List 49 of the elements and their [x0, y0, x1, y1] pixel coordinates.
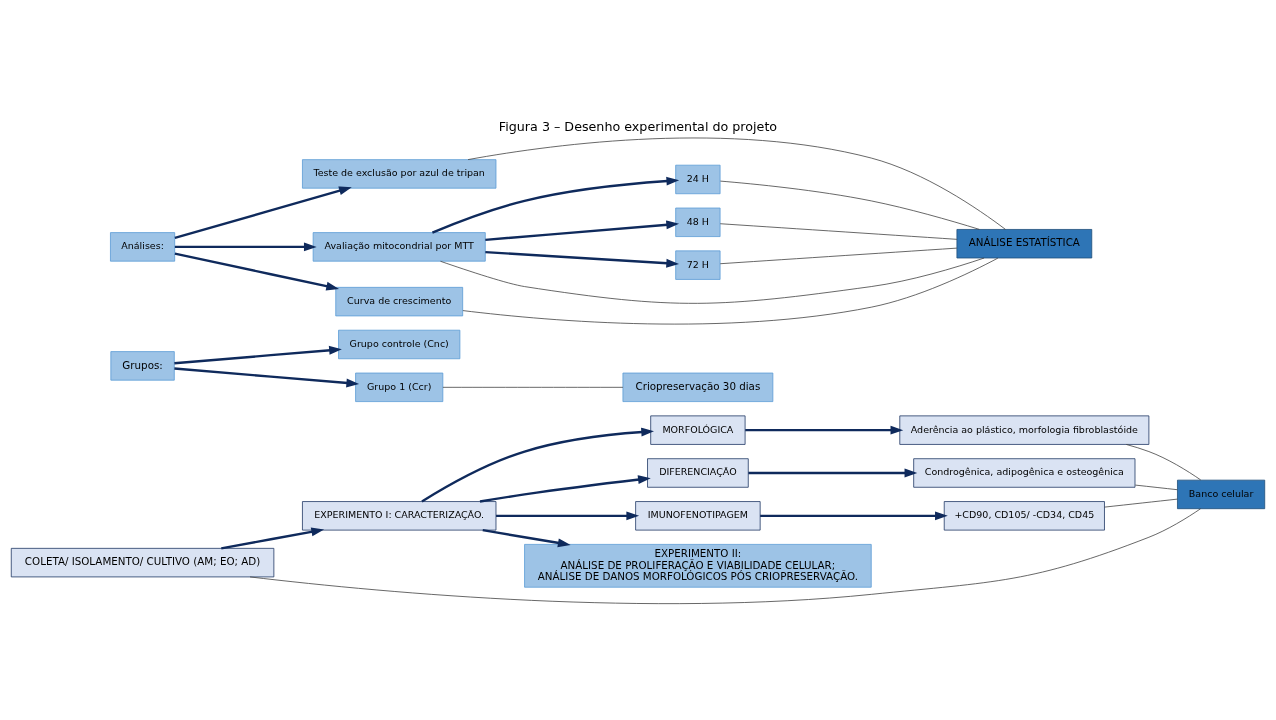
arrow — [174, 241, 317, 251]
node-box: Condrogênica, adipogênica e osteogênica — [913, 457, 1136, 488]
arrow — [482, 528, 571, 547]
node-box: DIFERENCIAÇÃO — [647, 457, 749, 488]
node-box: Aderência ao plástico, morfologia fibroblastóide — [899, 414, 1150, 445]
node-box: +CD90, CD105/ -CD34, CD45 — [943, 500, 1105, 530]
node-box: EXPERIMENTO II: ANÁLISE DE PROLIFERAÇÃO E VIABILIDADE CELULAR; ANÁLISE DE DANOS MORFOLÓGICOS PÓS CRIOPRESERVAÇÃO. — [524, 543, 872, 588]
arrow — [745, 425, 904, 435]
node-box: 24 H — [675, 164, 721, 194]
arrow — [421, 427, 654, 502]
arrow — [760, 510, 948, 520]
node-box: Banco celular — [1177, 479, 1266, 509]
connector — [442, 386, 624, 388]
arrow — [748, 468, 918, 477]
node-box: MORFOLÓGICA — [650, 414, 746, 445]
connector — [249, 507, 1201, 604]
connector — [719, 222, 958, 240]
arrow — [174, 185, 352, 239]
connector — [1104, 498, 1178, 507]
node-box: Avaliação mitocondrial por MTT — [312, 231, 486, 262]
diagram-title: Figura 3 – Desenho experimental do projeto — [498, 118, 778, 133]
node-box: COLETA/ ISOLAMENTO/ CULTIVO (AM; EO; AD) — [10, 547, 275, 577]
arrow — [174, 252, 340, 291]
node-box: Curva de crescimento — [335, 286, 464, 316]
connector — [440, 257, 985, 304]
node-box: Criopreservação 30 dias — [622, 372, 774, 402]
node-box: Teste de exclusão por azul de tripan — [302, 158, 497, 189]
node-box: Grupos: — [110, 350, 175, 381]
node-box: 48 H — [675, 207, 721, 237]
arrow — [485, 250, 680, 268]
connector — [467, 137, 1006, 230]
node-box: Grupo 1 (Ccr) — [355, 372, 444, 402]
connector — [1134, 484, 1178, 490]
arrow — [496, 510, 640, 520]
connector — [462, 257, 999, 324]
node-box: ANÁLISE ESTATÍSTICA — [956, 228, 1093, 258]
arrow — [174, 345, 342, 364]
arrow — [221, 526, 325, 549]
connector — [719, 247, 958, 264]
node-box: EXPERIMENTO I: CARACTERIZAÇÃO. — [302, 500, 497, 530]
node-box: Análises: — [110, 231, 176, 262]
node-box: 72 H — [675, 249, 721, 280]
arrow — [485, 219, 680, 241]
arrow — [479, 474, 651, 503]
arrow — [431, 176, 680, 234]
node-box: IMUNOFENOTIPAGEM — [635, 500, 761, 530]
node-box: Grupo controle (Cnc) — [338, 329, 461, 359]
arrow — [174, 366, 360, 387]
connector — [720, 180, 980, 230]
